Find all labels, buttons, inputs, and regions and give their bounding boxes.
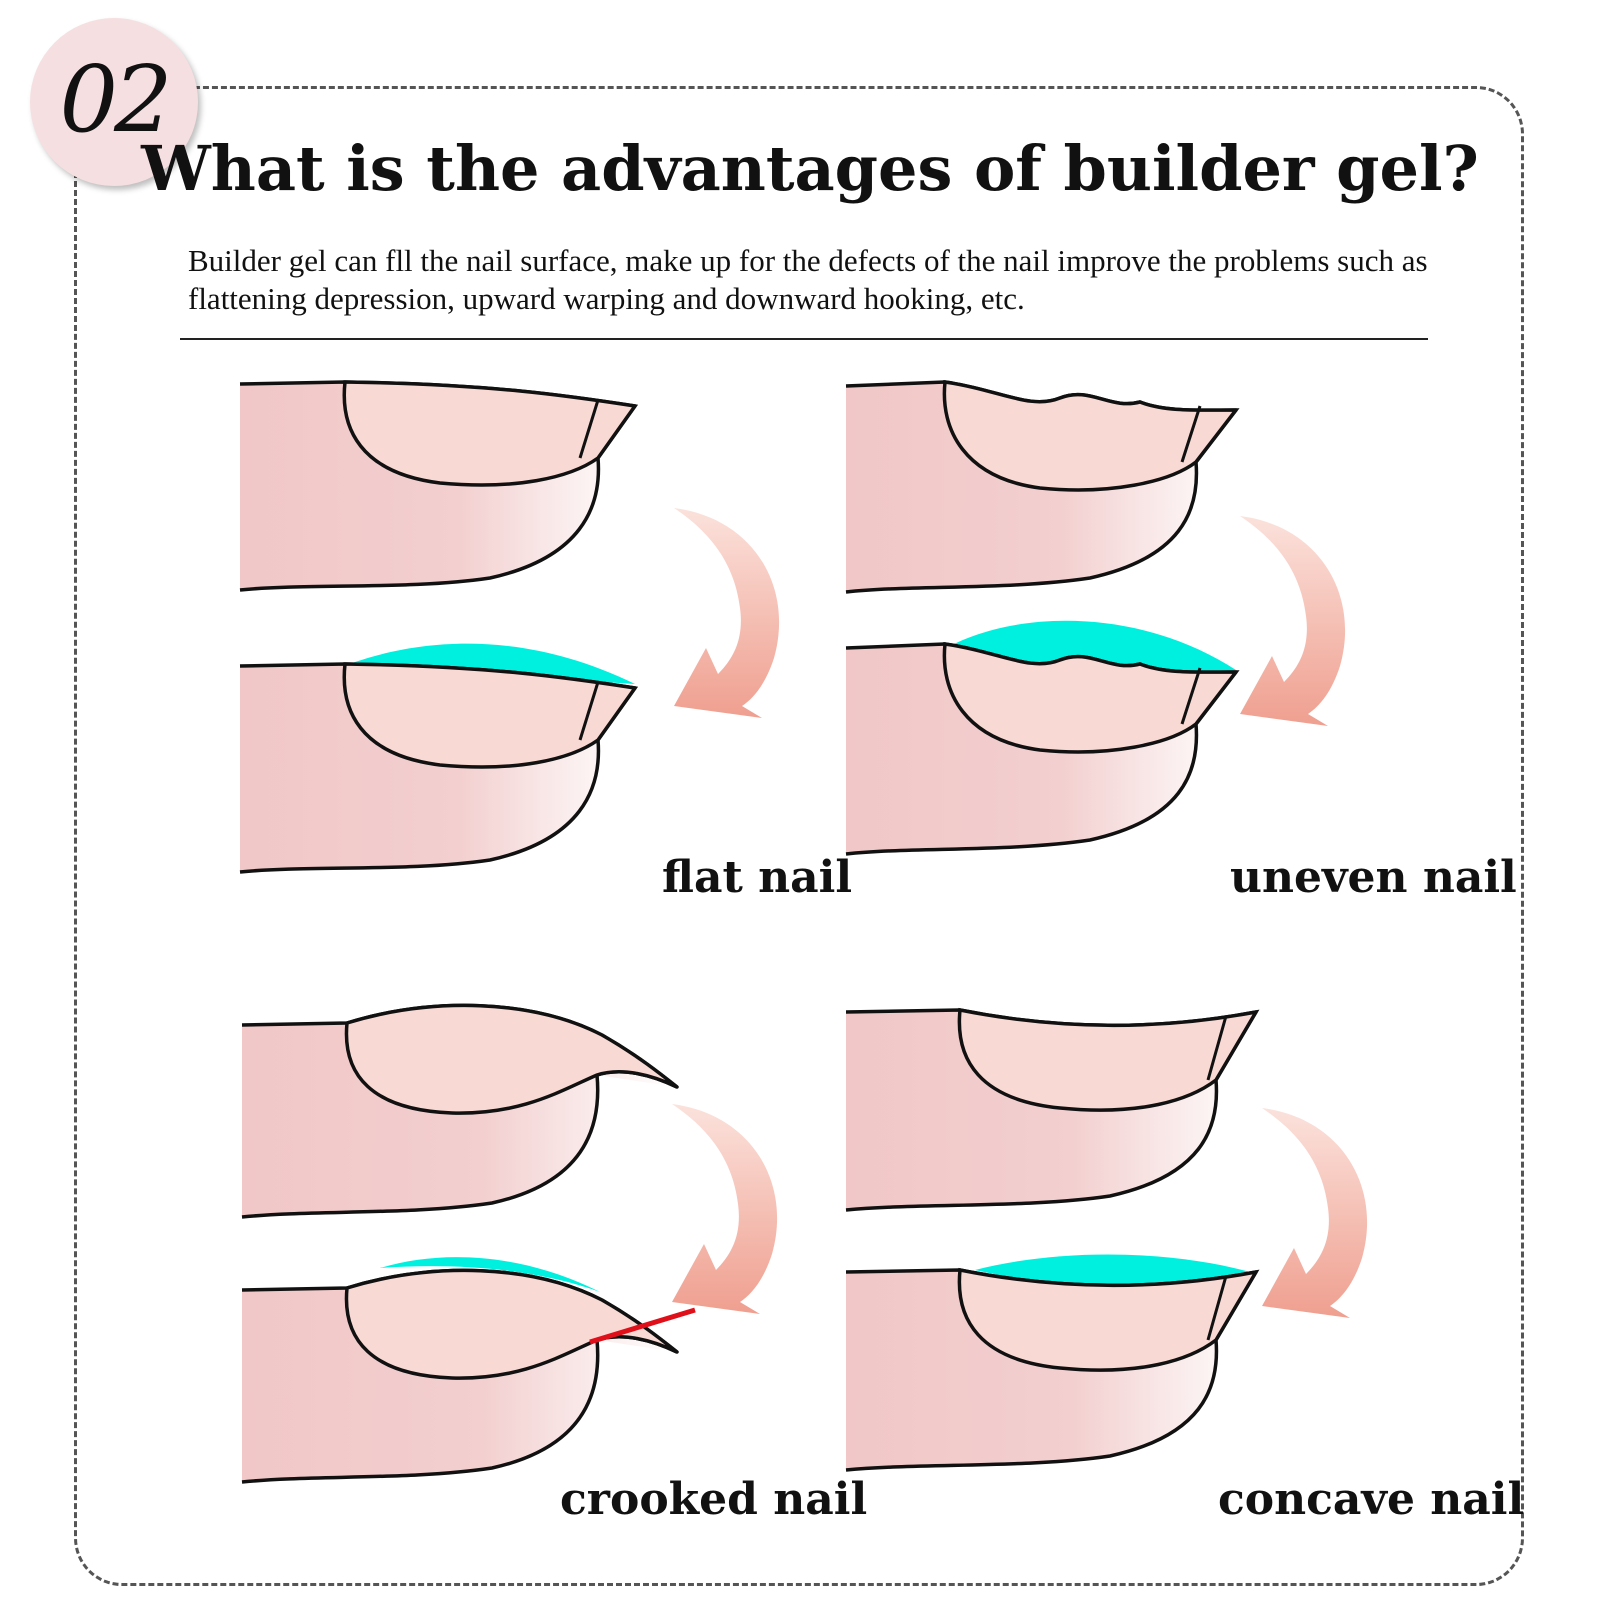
uneven-nail-before [845, 380, 1240, 594]
gel-layer [380, 1257, 600, 1292]
gel-layer [345, 643, 635, 684]
label-flat-nail: flat nail [662, 852, 853, 903]
description-text: Builder gel can fll the nail surface, ma… [188, 243, 1428, 316]
flat-nail-after [238, 643, 637, 874]
arrow-crooked [672, 1104, 778, 1314]
page-title: What is the advantages of builder gel? [141, 132, 1479, 205]
flat-nail-before [238, 380, 637, 592]
label-concave-nail: concave nail [1218, 1474, 1525, 1525]
concave-nail-after [845, 1254, 1260, 1472]
gel-layer [975, 1254, 1250, 1286]
concave-nail-before [845, 1007, 1260, 1212]
dashed-frame [74, 86, 1524, 1586]
crooked-nail-after [240, 1257, 696, 1484]
label-crooked-nail: crooked nail [560, 1474, 868, 1525]
crooked-nail-before [240, 1003, 679, 1219]
arrow-flat [674, 508, 780, 718]
step-number-badge: 02 [30, 18, 198, 186]
step-number: 02 [59, 45, 172, 153]
divider-line [180, 338, 1428, 340]
arrow-uneven [1240, 516, 1346, 726]
label-uneven-nail: uneven nail [1230, 852, 1517, 903]
arrow-concave [1262, 1108, 1368, 1318]
cut-line [589, 1307, 696, 1345]
uneven-nail-after [845, 620, 1240, 856]
gel-layer [950, 620, 1236, 672]
